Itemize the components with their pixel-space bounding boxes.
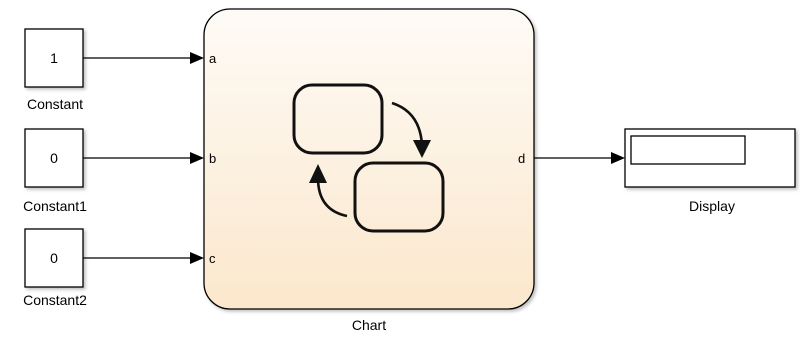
display-readout — [630, 135, 746, 165]
constant-block[interactable]: 1 — [24, 28, 84, 88]
constant2-label: Constant2 — [23, 292, 87, 308]
chart-output-port-d: d — [518, 151, 525, 166]
stateflow-icon — [292, 83, 445, 233]
chart-block[interactable]: a b c d — [203, 8, 535, 310]
signal-line-c[interactable] — [83, 252, 204, 264]
constant-value: 1 — [50, 50, 58, 66]
chart-label: Chart — [352, 317, 386, 333]
chart-input-port-a: a — [209, 51, 217, 66]
signal-line-b[interactable] — [83, 152, 204, 164]
display-block[interactable] — [624, 128, 796, 188]
signal-line-d[interactable] — [534, 152, 625, 164]
chart-input-port-b: b — [209, 151, 216, 166]
constant1-block[interactable]: 0 — [24, 128, 84, 188]
constant1-label: Constant1 — [23, 198, 87, 214]
constant-label: Constant — [27, 96, 83, 112]
display-label: Display — [689, 198, 735, 214]
chart-input-port-c: c — [209, 251, 216, 266]
constant2-value: 0 — [50, 250, 58, 266]
constant1-value: 0 — [50, 150, 58, 166]
constant2-block[interactable]: 0 — [24, 228, 84, 288]
signal-line-a[interactable] — [83, 52, 204, 64]
